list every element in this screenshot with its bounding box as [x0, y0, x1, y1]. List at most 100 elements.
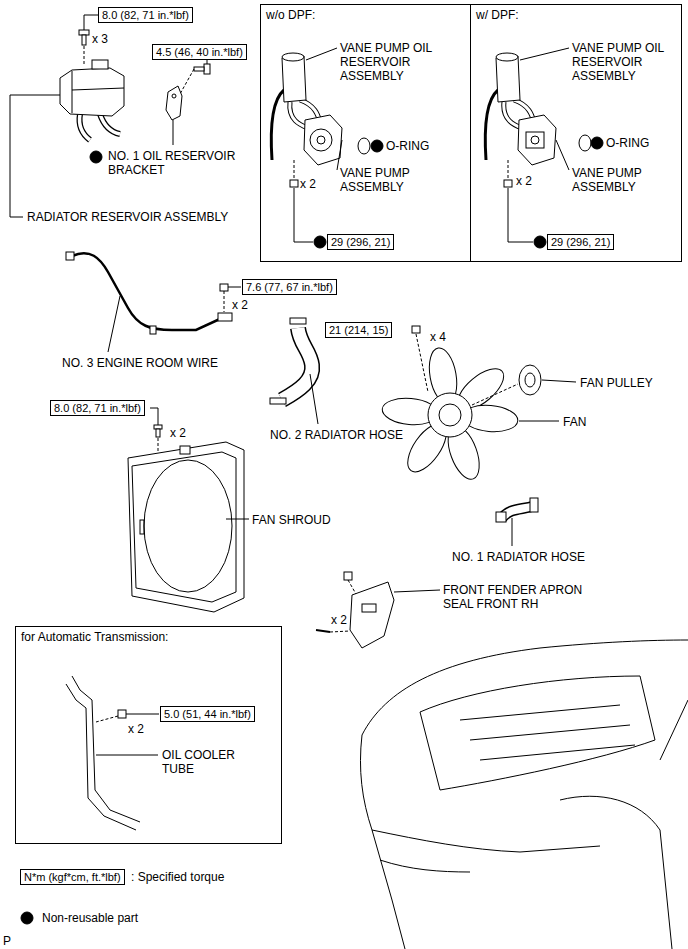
legend-box: N*m (kgf*cm, ft.*lbf) [20, 869, 125, 885]
fan-shroud [156, 429, 160, 437]
oil-cooler-tube [66, 676, 159, 830]
radiator-hose-1 [512, 518, 513, 546]
part-name: FAN PULLEY [580, 376, 653, 390]
torque-box: 8.0 (82, 71 in.*lbf) [98, 7, 193, 23]
legend-text: : Specified torque [131, 870, 224, 884]
engine-room-wire [150, 326, 156, 334]
vehicle-outline [380, 860, 470, 872]
radiator-reservoir [84, 15, 98, 30]
vane-pump-leaders [306, 48, 337, 60]
engine-room-wire [72, 253, 222, 330]
fender-apron-seal [316, 630, 330, 632]
vane-pump-leaders [508, 188, 533, 242]
part-name: VANE PUMP ASSEMBLY [340, 166, 446, 194]
callout-count: x 2 [128, 722, 144, 736]
fan-shroud [226, 519, 249, 520]
vane-pump-leaders [579, 135, 591, 151]
radiator-hose-1 [530, 498, 538, 512]
drawing-part [428, 393, 472, 437]
fender-apron-seal [350, 582, 394, 648]
panel-heading: w/ DPF: [471, 5, 681, 22]
torque-value: 5.0 (51, 44 in.*lbf) [164, 707, 251, 721]
variant-panel: for Automatic Transmission:5.0 (51, 44 i… [15, 626, 282, 844]
vane-pump-group [282, 56, 306, 102]
fan-shroud [132, 452, 236, 602]
vane-pump-leaders [371, 140, 383, 152]
fender-apron-seal [330, 631, 350, 632]
fan [519, 365, 541, 395]
oil-cooler-tube [66, 684, 136, 830]
fan-shroud [158, 438, 159, 452]
non-reusable-mark [21, 912, 33, 924]
vehicle-outline [360, 735, 405, 949]
fan [412, 326, 420, 333]
torque-box: 29 (296, 21) [547, 234, 614, 250]
vane-pump-group [496, 53, 518, 61]
vane-pump-group [518, 115, 556, 165]
callout-count: x 2 [300, 177, 316, 191]
fender-apron-seal [344, 572, 352, 580]
radiator-hose-2 [282, 328, 312, 400]
oil-reservoir-bracket [180, 69, 194, 94]
radiator-reservoir [79, 114, 90, 140]
vane-pump-group [485, 90, 498, 160]
torque-box: 5.0 (51, 44 in.*lbf) [160, 706, 255, 722]
fender-apron-seal [348, 580, 356, 594]
part-name: O-RING [606, 136, 649, 150]
vane-pump-group [531, 136, 539, 144]
vane-pump-group [317, 136, 325, 144]
fender-apron-seal [362, 604, 376, 612]
oil-reservoir-bracket [207, 60, 208, 64]
radiator-reservoir [100, 114, 120, 134]
vehicle-outline [460, 705, 635, 760]
figure-code: P [3, 934, 11, 948]
radiator-hose-2 [310, 374, 318, 424]
part-name: NO. 3 ENGINE ROOM WIRE [62, 356, 218, 370]
oil-reservoir-bracket [90, 60, 210, 163]
vehicle-outline [660, 700, 688, 760]
radiator-hose-2 [282, 328, 312, 400]
vane-pump-leaders [294, 188, 313, 242]
part-name: VANE PUMP OIL RESERVOIR ASSEMBLY [572, 41, 678, 83]
radiator-reservoir [79, 30, 89, 35]
radiator-reservoir [79, 114, 90, 140]
radiator-hose-2 [270, 398, 286, 404]
fan-shroud [144, 460, 232, 592]
callout-count: x 3 [92, 32, 108, 46]
engine-room-wire [218, 313, 232, 321]
radiator-reservoir [10, 15, 124, 217]
oil-reservoir-bracket [204, 64, 210, 74]
engine-room-wire [108, 296, 120, 352]
callout-count: x 2 [232, 298, 248, 312]
oil-reservoir-bracket [166, 86, 182, 120]
legend-text: Non-reusable part [42, 911, 138, 925]
fan [472, 384, 518, 405]
drawing-part [439, 404, 461, 426]
torque-box: 21 (214, 15) [325, 322, 392, 338]
vehicle-outline [360, 640, 688, 949]
fender-apron-seal [394, 590, 440, 592]
fan [542, 380, 576, 382]
vane-pump-leaders [591, 137, 603, 149]
fan-shroud [140, 520, 144, 534]
engine-room-wire [66, 252, 74, 260]
oil-reservoir-bracket [194, 67, 204, 71]
torque-value: 8.0 (82, 71 in.*lbf) [102, 8, 189, 22]
oil-cooler-tube [96, 716, 118, 722]
callout-count: x 2 [516, 174, 532, 188]
oil-reservoir-bracket [90, 151, 102, 163]
torque-box: 7.6 (77, 67 in.*lbf) [242, 279, 337, 295]
torque-value: N*m (kgf*cm, ft.*lbf) [24, 870, 121, 884]
radiator-reservoir [72, 88, 124, 90]
fan [519, 421, 559, 422]
torque-value: 29 (296, 21) [551, 235, 610, 249]
part-name: FAN [563, 415, 586, 429]
fan-shroud [154, 425, 162, 429]
vane-pump-group [496, 56, 520, 102]
non-reusable-mark [21, 912, 33, 924]
radiator-hose-1 [496, 498, 538, 546]
part-name: FAN SHROUD [252, 513, 331, 527]
fan-shroud [128, 442, 244, 612]
vane-pump-group [526, 132, 544, 148]
